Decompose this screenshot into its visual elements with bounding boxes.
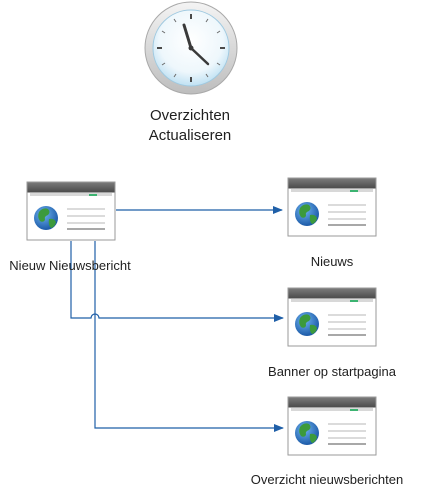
target-label-overzicht: Overzicht nieuwsberichten — [250, 472, 404, 487]
target-webpage-node-banner — [287, 287, 377, 347]
target-webpage-node-overzicht — [287, 396, 377, 456]
trigger-label-line1: Overzichten — [149, 107, 231, 124]
trigger-label-line2: Actualiseren — [148, 127, 232, 144]
target-label-banner: Banner op startpagina — [268, 364, 396, 379]
connector-to-overzicht — [94, 241, 284, 432]
source-label: Nieuw Nieuwsbericht — [9, 258, 131, 273]
source-webpage-node — [26, 181, 116, 241]
target-webpage-node-nieuws — [287, 177, 377, 237]
clock-icon — [144, 1, 238, 95]
connectors — [70, 206, 284, 432]
trigger-label: Overzichten Actualiseren — [120, 106, 260, 146]
target-label-nieuws: Nieuws — [310, 254, 354, 269]
connector-to-banner — [70, 241, 284, 322]
